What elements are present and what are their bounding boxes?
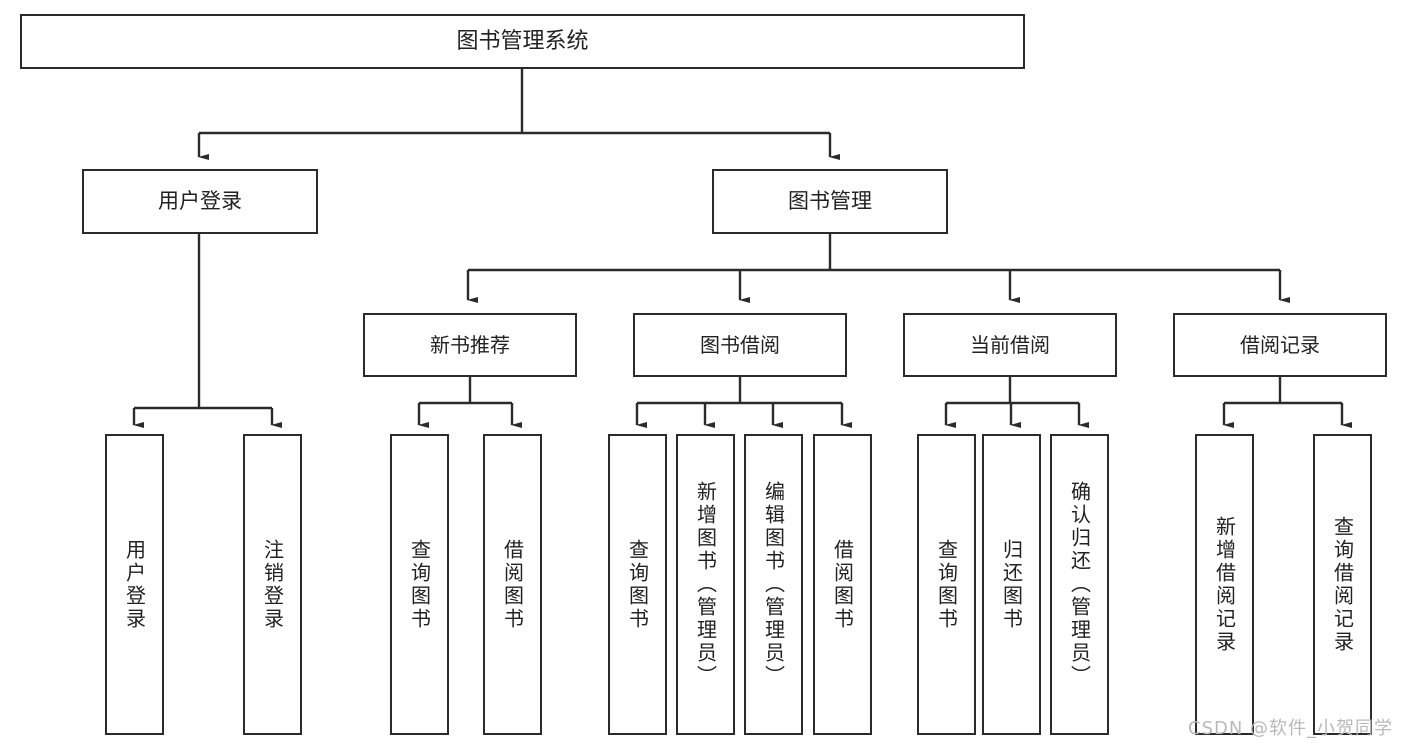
leaf-label: 用户登录 — [122, 538, 147, 631]
node-current-borrow[interactable]: 当前借阅 — [903, 313, 1117, 377]
leaf-borrow-record-query[interactable]: 查询借阅记录 — [1313, 434, 1372, 735]
node-user-login-label: 用户登录 — [158, 189, 242, 213]
leaf-book-borrow-edit[interactable]: 编辑图书（管理员） — [744, 434, 803, 735]
leaf-label: 查询图书 — [625, 538, 650, 631]
leaf-new-book-query[interactable]: 查询图书 — [390, 434, 449, 735]
node-new-book-recommend[interactable]: 新书推荐 — [363, 313, 577, 377]
leaf-label: 编辑图书（管理员） — [761, 481, 786, 688]
node-new-book-recommend-label: 新书推荐 — [430, 333, 510, 357]
node-book-borrow[interactable]: 图书借阅 — [633, 313, 847, 377]
leaf-label: 查询图书 — [934, 538, 959, 631]
leaf-label: 新增借阅记录 — [1212, 515, 1237, 654]
leaf-borrow-record-add[interactable]: 新增借阅记录 — [1195, 434, 1254, 735]
leaf-book-borrow-borrow[interactable]: 借阅图书 — [813, 434, 872, 735]
watermark: CSDN @软件_小贺同学 — [1188, 718, 1394, 739]
leaf-label: 新增图书（管理员） — [693, 481, 718, 688]
leaf-current-borrow-query[interactable]: 查询图书 — [917, 434, 976, 735]
leaf-label: 借阅图书 — [500, 538, 525, 631]
node-book-management-label: 图书管理 — [788, 189, 872, 213]
node-borrow-record-label: 借阅记录 — [1240, 333, 1320, 357]
leaf-label: 确认归还（管理员） — [1067, 481, 1092, 688]
leaf-current-borrow-return[interactable]: 归还图书 — [982, 434, 1041, 735]
leaf-label: 归还图书 — [999, 538, 1024, 631]
leaf-book-borrow-add[interactable]: 新增图书（管理员） — [676, 434, 735, 735]
node-root[interactable]: 图书管理系统 — [20, 14, 1025, 69]
leaf-label: 借阅图书 — [830, 538, 855, 631]
leaf-label: 注销登录 — [260, 538, 285, 631]
leaf-book-borrow-query[interactable]: 查询图书 — [608, 434, 667, 735]
leaf-user-login-logout[interactable]: 注销登录 — [243, 434, 302, 735]
node-borrow-record[interactable]: 借阅记录 — [1173, 313, 1387, 377]
node-book-borrow-label: 图书借阅 — [700, 333, 780, 357]
leaf-label: 查询图书 — [407, 538, 432, 631]
node-book-management[interactable]: 图书管理 — [712, 169, 948, 234]
node-current-borrow-label: 当前借阅 — [970, 333, 1050, 357]
leaf-label: 查询借阅记录 — [1330, 515, 1355, 654]
leaf-new-book-borrow[interactable]: 借阅图书 — [483, 434, 542, 735]
leaf-user-login-login[interactable]: 用户登录 — [105, 434, 164, 735]
node-root-label: 图书管理系统 — [456, 28, 589, 54]
node-user-login[interactable]: 用户登录 — [82, 169, 318, 234]
leaf-current-borrow-confirm-return[interactable]: 确认归还（管理员） — [1050, 434, 1109, 735]
